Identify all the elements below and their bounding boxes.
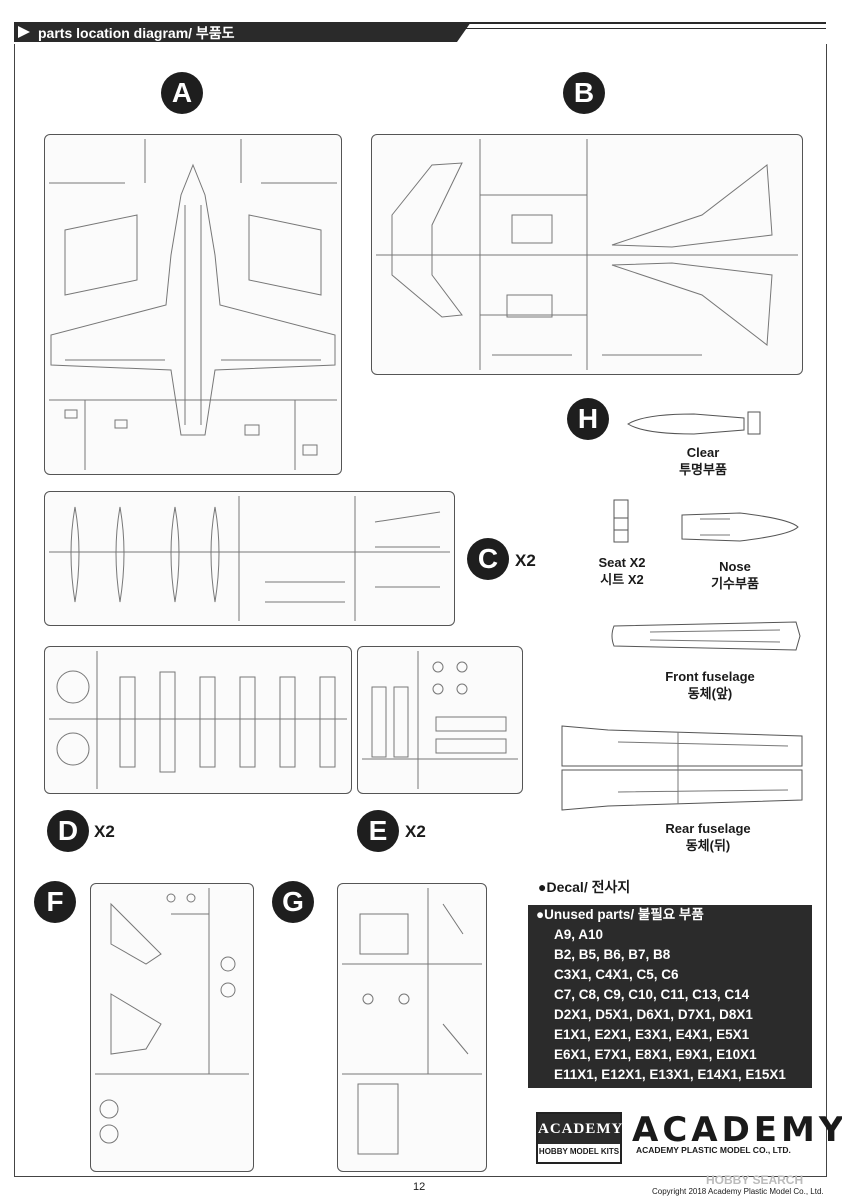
sprue-c-drawing [49,496,450,621]
clear-canopy-part [624,408,764,438]
unused-line: B2, B5, B6, B7, B8 [554,947,671,962]
sprue-f-drawing [95,888,249,1144]
section-c-count: X2 [515,551,536,570]
rear-fuselage-icon [561,725,803,811]
sprue-b [371,134,803,375]
front-fuselage-part [610,618,802,654]
unused-line: C3X1, C4X1, C5, C6 [554,967,679,982]
section-letter-g: G [272,881,314,923]
nose-part [680,505,800,549]
seat-label-en: Seat X2 [598,555,646,570]
clear-parts-caption: Clear 투명부품 [628,444,778,478]
nose-label-ko: 기수부품 [711,576,759,591]
triangle-icon [18,26,30,38]
unused-parts-box: ●Unused parts/ 불필요 부품 A9, A10 B2, B5, B6… [528,905,812,1088]
front-fuselage-caption: Front fuselage 동체(앞) [640,668,780,702]
section-letter-f: F [34,881,76,923]
sprue-d [44,646,352,794]
front-fuselage-icon [611,621,801,651]
unused-line: E6X1, E7X1, E8X1, E9X1, E10X1 [554,1047,757,1062]
unused-line: E11X1, E12X1, E13X1, E14X1, E15X1 [554,1067,786,1082]
unused-line: A9, A10 [554,927,604,942]
section-letter-h: H [567,398,609,440]
section-d-count: X2 [94,822,115,841]
nose-icon [681,512,799,542]
header-rule-thin [464,28,826,29]
header-bar [14,22,434,42]
canopy-icon [627,411,761,435]
section-letter-d: D [47,810,89,852]
sprue-g [337,883,487,1172]
section-letter-c: C [467,538,509,580]
sprue-a-drawing [49,139,337,470]
academy-brand: ACADEMY [632,1110,842,1150]
page-header: parts location diagram/ 부품도 [14,18,826,44]
nose-label-en: Nose [719,559,751,574]
rear-fuselage-caption: Rear fuselage 동체(뒤) [638,820,778,854]
sprue-e-drawing [362,651,518,789]
front-fuselage-label-en: Front fuselage [665,669,755,684]
seat-part [610,498,632,544]
section-e-count: X2 [405,822,426,841]
header-rule [454,22,826,24]
logo-box-bottom: HOBBY MODEL KITS [538,1147,620,1156]
page-number: 12 [413,1181,426,1193]
logo-box-top: ACADEMY [538,1114,622,1144]
copyright: Copyright 2018 Academy Plastic Model Co.… [652,1187,824,1196]
page-title: parts location diagram/ 부품도 [38,25,235,41]
page-frame [14,44,827,1177]
rear-fuselage-label-en: Rear fuselage [665,821,751,836]
rear-fuselage-label-ko: 동체(뒤) [685,838,731,853]
sprue-a [44,134,342,475]
rear-fuselage-part [558,722,804,814]
unused-line: E1X1, E2X1, E3X1, E4X1, E5X1 [554,1027,750,1042]
seat-icon [613,499,629,543]
seat-caption: Seat X2 시트 X2 [586,554,658,588]
section-letter-b: B [563,72,605,114]
unused-parts-title: ●Unused parts/ 불필요 부품 [536,907,704,922]
clear-label-ko: 투명부품 [679,462,727,477]
sprue-f [90,883,254,1172]
unused-line: D2X1, D5X1, D6X1, D7X1, D8X1 [554,1007,753,1022]
seat-label-ko: 시트 X2 [600,572,644,587]
sprue-c [44,491,455,626]
decal-label: ●Decal/ 전사지 [538,879,631,895]
academy-brand-sub: ACADEMY PLASTIC MODEL CO., LTD. [636,1145,791,1155]
sprue-e [357,646,523,794]
section-letter-e: E [357,810,399,852]
front-fuselage-label-ko: 동체(앞) [687,686,733,701]
sprue-b-drawing [376,139,798,370]
section-letter-a: A [161,72,203,114]
watermark: HOBBY SEARCH [706,1173,804,1187]
nose-caption: Nose 기수부품 [690,558,780,592]
sprue-d-drawing [49,651,347,789]
unused-line: C7, C8, C9, C10, C11, C13, C14 [554,987,750,1002]
sprue-g-drawing [342,888,482,1155]
clear-label-en: Clear [686,445,720,460]
academy-logo-box: ACADEMY HOBBY MODEL KITS [536,1112,622,1164]
